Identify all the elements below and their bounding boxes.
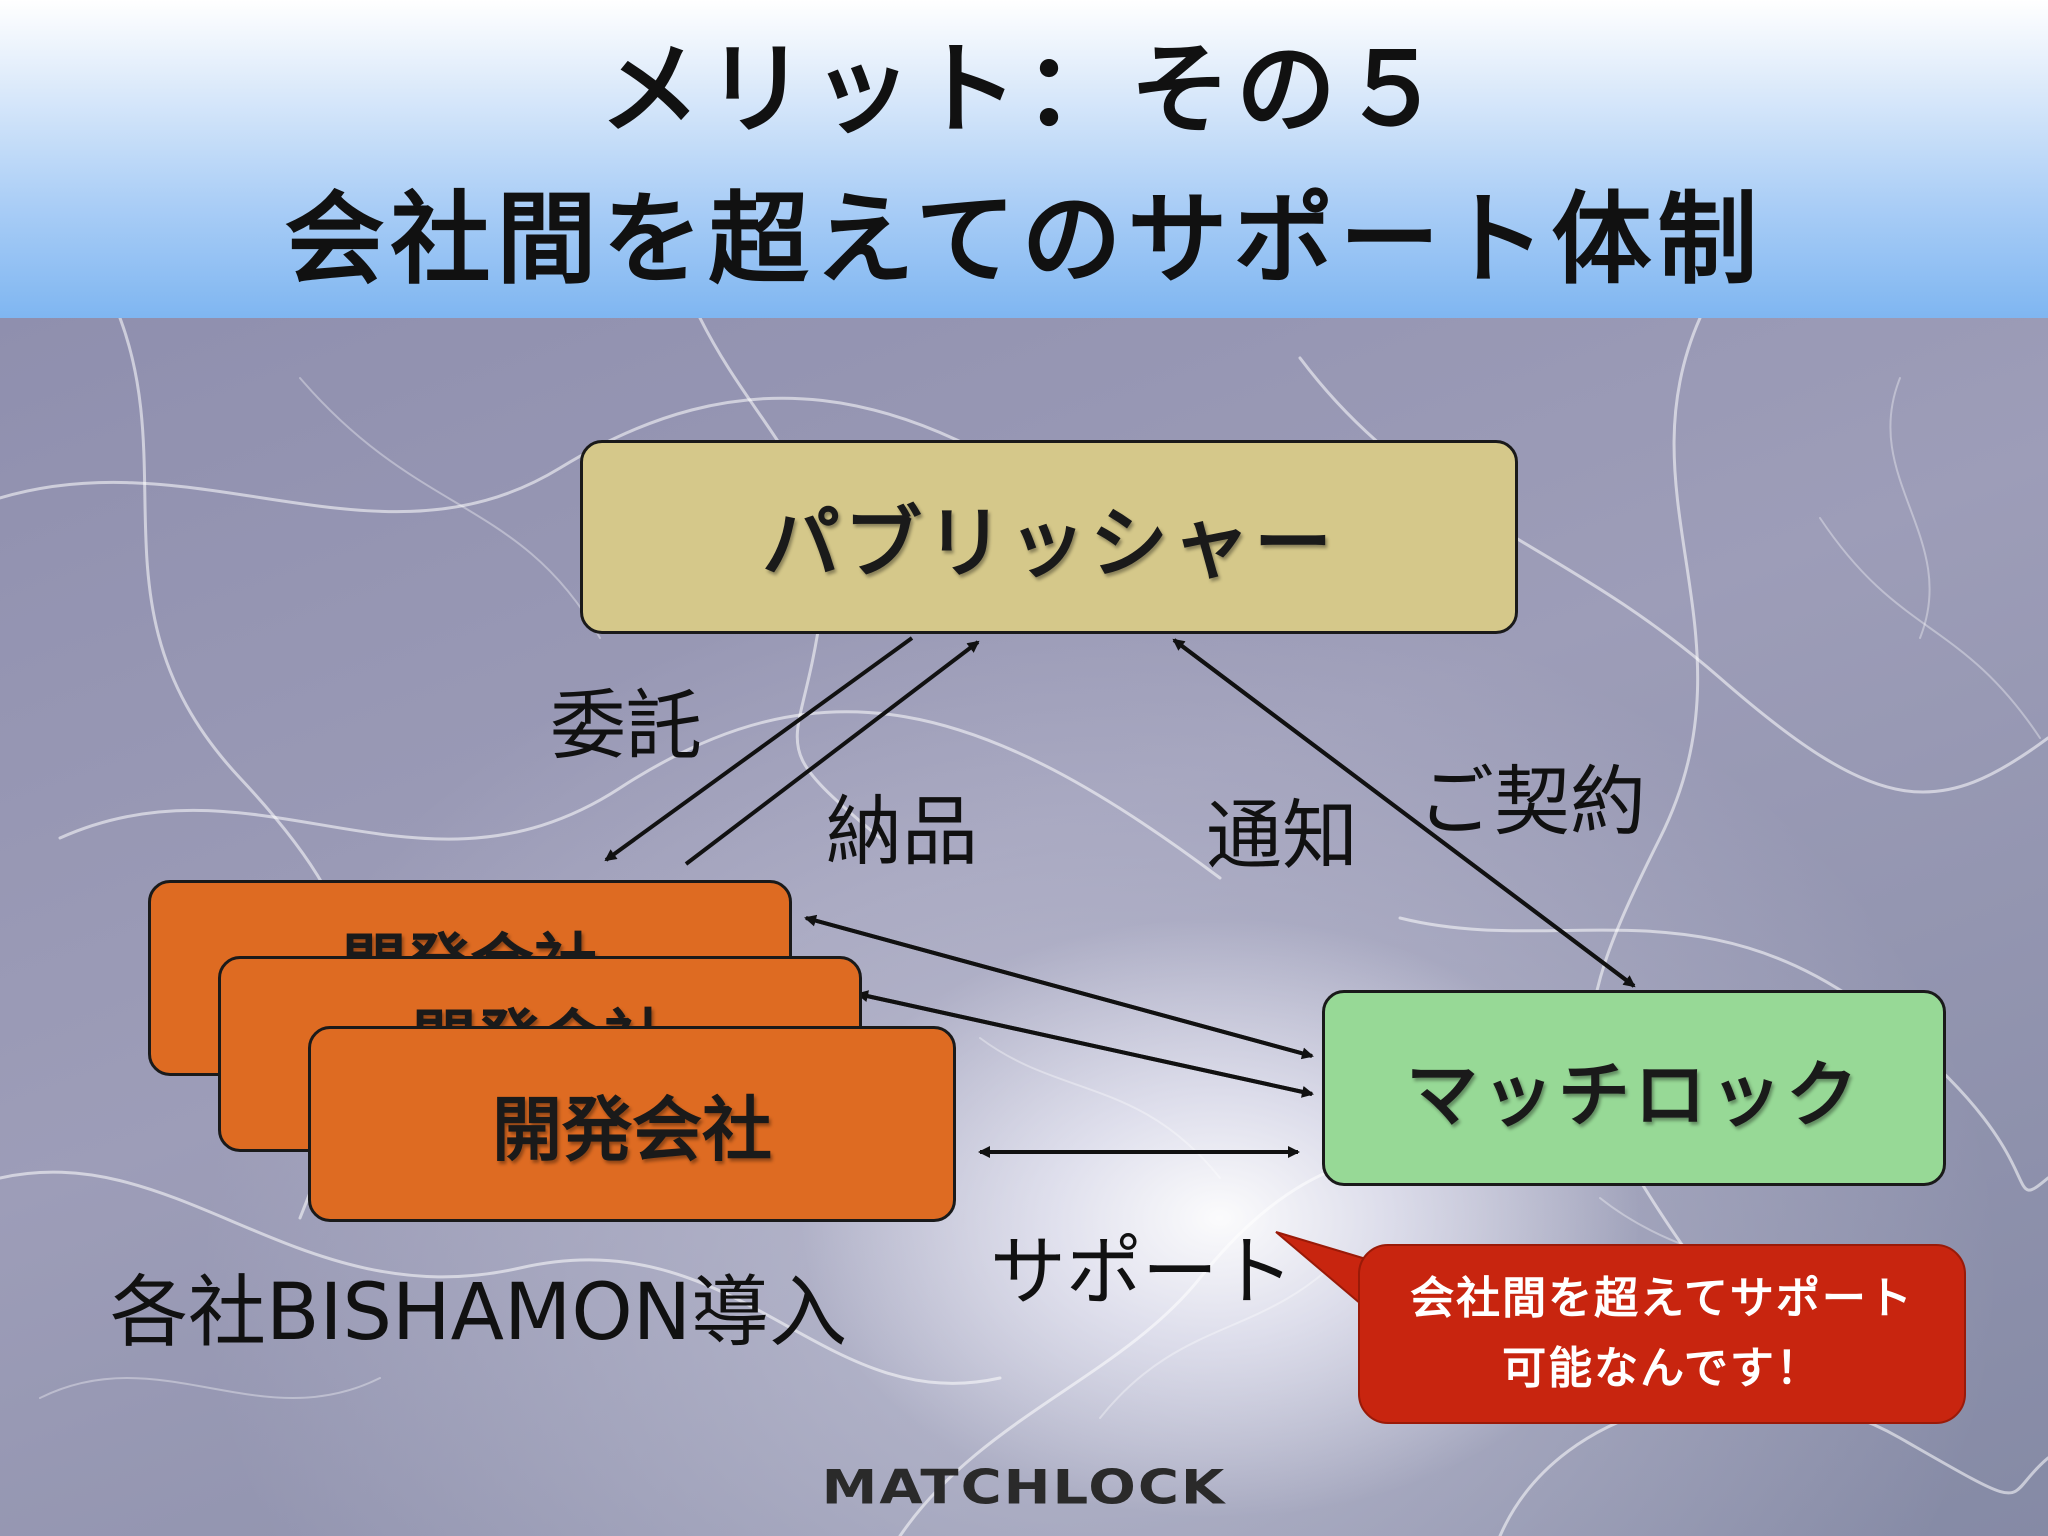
matchlock-logo: MATCHLOCK	[821, 1459, 1227, 1516]
callout-line2: 可能なんです！	[1502, 1343, 1822, 1394]
dev-company-label-front: 開発会社	[492, 1088, 772, 1171]
consign-label: 委託	[550, 681, 702, 770]
publisher-label: パブリッシャー	[761, 499, 1336, 589]
matchlock-box: マッチロック	[1322, 990, 1946, 1186]
bishamon-label: 各社BISHAMON導入	[110, 1268, 848, 1358]
dev2-matchlock-arrow-b	[856, 990, 1313, 1096]
delivery-label: 納品	[826, 787, 978, 876]
matchlock-label: マッチロック	[1405, 1052, 1862, 1137]
notify-arrow-up	[1172, 638, 1636, 988]
contract-label: ご契約	[1418, 757, 1646, 846]
support-label: サポート	[990, 1227, 1294, 1316]
consign-arrow	[604, 636, 914, 862]
callout-bubble: 会社間を超えてサポート 可能なんです！	[1358, 1244, 1966, 1424]
slide-title-line2: 会社間を超えてのサポート体制	[284, 181, 1764, 298]
slide-header: メリット：その５ 会社間を超えてのサポート体制	[0, 0, 2048, 318]
notify-label: 通知	[1206, 791, 1358, 880]
slide-title-line1: メリット：その５	[600, 31, 1448, 148]
dev-company-box-front: 開発会社	[308, 1026, 956, 1222]
publisher-box: パブリッシャー	[580, 440, 1518, 634]
delivery-arrow	[684, 640, 980, 866]
callout-line1: 会社間を超えてサポート	[1410, 1273, 1914, 1324]
dev1-matchlock-arrow-b	[804, 914, 1313, 1058]
